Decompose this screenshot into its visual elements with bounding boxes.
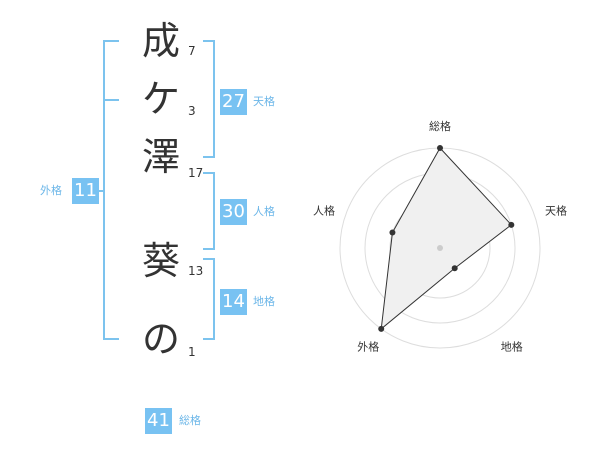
radar-axis-label-2: 天格 [545,203,567,217]
name-char-3: 澤 [141,135,180,179]
jinkaku-value-badge: 30 [220,199,247,225]
soukaku-label: 総格 [179,414,201,427]
stroke-count-5: 1 [188,345,196,359]
stroke-count-3: 17 [188,166,204,180]
stroke-count-4: 13 [188,264,204,278]
radar-axis-label-3: 地格 [501,340,523,354]
tenkaku-value-badge: 27 [220,89,247,115]
chikaku-value-badge: 14 [220,289,247,315]
radar-point-2 [508,221,515,228]
name-char-2: ケ [141,77,180,121]
name-char-5: の [141,317,180,361]
stroke-count-1: 7 [188,44,196,58]
jinkaku-label: 人格 [253,205,275,218]
radar-axis-label-5: 人格 [313,203,335,217]
tenkaku-label: 天格 [253,95,275,108]
radar-data-polygon [380,147,513,331]
stroke-count-2: 3 [188,104,196,118]
radar-point-1 [437,145,443,151]
gaikaku-bracket-mid [103,99,119,101]
chikaku-bracket [203,258,215,340]
radar-point-5 [389,229,396,236]
radar-points [378,145,515,332]
radar-point-3 [451,265,458,272]
name-char-4: 葵 [141,239,180,283]
gaikaku-label: 外格 [40,184,62,197]
gaikaku-bracket-stem [99,190,105,192]
tenkaku-bracket [203,40,215,158]
radar-axis-label-4: 外格 [357,340,379,354]
radar-axis-label-1: 総格 [429,119,451,133]
gaikaku-value-badge: 11 [72,178,99,204]
chikaku-label: 地格 [253,295,275,308]
soukaku-value-badge: 41 [145,408,172,434]
radar-point-4 [378,325,385,332]
gaikaku-bracket [103,40,119,340]
radar-center-dot [437,245,443,251]
name-char-1: 成 [141,19,180,63]
jinkaku-bracket [203,172,215,250]
